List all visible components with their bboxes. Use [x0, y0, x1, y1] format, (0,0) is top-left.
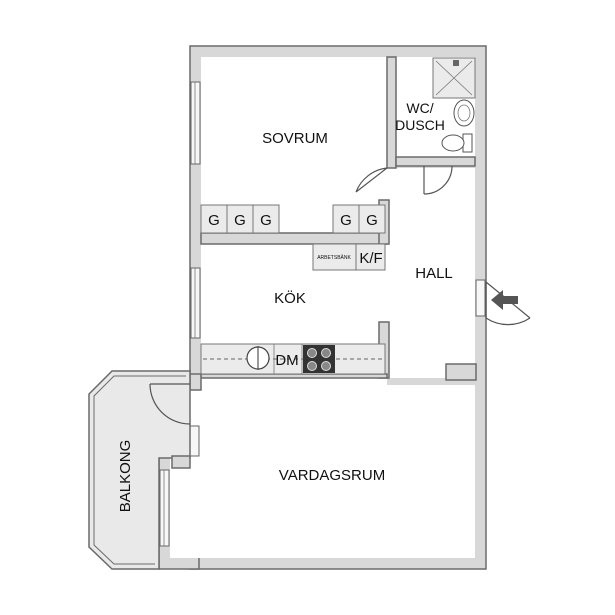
- wall-wc-bottom: [395, 156, 476, 167]
- balkong: [88, 370, 191, 570]
- sink-icon: [453, 99, 475, 127]
- window-entrance: [475, 279, 486, 317]
- floor-vardagsrum: [170, 385, 475, 558]
- wall-kok-bottom: [200, 373, 388, 379]
- label-vardagsrum: VARDAGSRUM: [279, 467, 385, 484]
- label-wc-line2: DUSCH: [395, 117, 445, 133]
- wardrobes: G G G G G: [200, 204, 386, 234]
- window-vardagsrum-upper: [189, 425, 200, 457]
- doors: [149, 165, 531, 425]
- dm-label: DM: [275, 352, 298, 369]
- arrow-left-icon: [491, 290, 518, 310]
- wall-corner: [189, 373, 202, 391]
- label-sovrum: SOVRUM: [262, 130, 328, 147]
- label-balkong: BALKONG: [117, 440, 134, 513]
- wardrobe-label-4: G: [340, 212, 352, 229]
- wc-fixtures: [432, 57, 476, 153]
- door-balkong: [149, 383, 191, 425]
- kitchen-counter: DM: [200, 343, 386, 375]
- wall-sovrum-kok: [200, 232, 388, 245]
- room-labels: SOVRUM WC/ DUSCH HALL KÖK VARDAGSRUM BAL…: [117, 100, 453, 512]
- stove-icon: [303, 345, 335, 373]
- wall-hall-stub: [445, 363, 477, 381]
- wardrobe-4: [332, 204, 360, 234]
- wardrobe-label-1: G: [208, 212, 220, 229]
- label-kok: KÖK: [274, 289, 306, 307]
- window-sovrum: [190, 81, 201, 165]
- sink-icon: [246, 346, 270, 370]
- windows: [159, 81, 486, 547]
- wardrobe-2: [226, 204, 254, 234]
- floor-hall-lower: [387, 168, 456, 378]
- label-hall: HALL: [415, 265, 453, 282]
- label-wc-line1: WC/: [406, 100, 433, 116]
- kf-label: K/F: [359, 250, 382, 267]
- door-wc: [423, 165, 453, 195]
- floor-sovrum: [201, 57, 387, 233]
- door-sovrum: [355, 167, 388, 193]
- kyl-frys: [355, 243, 386, 271]
- window-vardagsrum-lower: [159, 469, 170, 547]
- wardrobe-label-2: G: [234, 212, 246, 229]
- window-kok: [190, 267, 201, 339]
- toilet-icon: [441, 133, 473, 153]
- wardrobe-5: [358, 204, 386, 234]
- arbetsbank-label: ARBETSBÄNK: [317, 254, 351, 261]
- wall-wc-left: [386, 56, 397, 169]
- wardrobe-label-3: G: [260, 212, 272, 229]
- kitchen-top-fixtures: ARBETSBÄNK K/F: [312, 243, 386, 271]
- wardrobe-3: [252, 204, 280, 234]
- balkong-post: [171, 455, 191, 469]
- wardrobe-label-5: G: [366, 212, 378, 229]
